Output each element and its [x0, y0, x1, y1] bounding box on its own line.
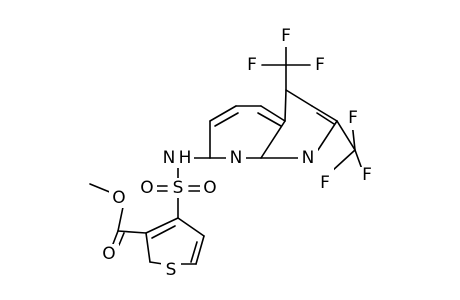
bond [149, 261, 164, 265]
bond [285, 89, 313, 107]
atom-f6: F [320, 173, 330, 193]
bond [311, 105, 338, 122]
atom-n-amine: N [163, 148, 176, 168]
bond [209, 105, 237, 122]
bond [190, 241, 198, 263]
bond [145, 217, 179, 234]
bond [257, 112, 282, 127]
atom-n-ring1: N [230, 148, 243, 168]
bond [331, 149, 356, 172]
bond [317, 120, 338, 151]
bond [89, 183, 113, 194]
atom-f4: F [348, 108, 358, 128]
bond [195, 235, 205, 265]
atom-f3: F [315, 55, 325, 75]
bond [118, 232, 125, 246]
bond [260, 120, 286, 159]
bond [260, 105, 286, 122]
atom-o-ester: O [112, 188, 125, 208]
bond [336, 120, 356, 151]
atom-n-ring2: N [302, 148, 315, 168]
atom-labels: F F F F F F N N N H S O O O O S [99, 26, 376, 281]
bond [117, 206, 124, 232]
bond [117, 230, 147, 234]
atom-h-amine: H [179, 148, 192, 168]
atom-o-sulfonyl-left: O [140, 178, 153, 198]
bond [151, 225, 176, 239]
bond-lines [89, 39, 364, 265]
bond [284, 89, 287, 122]
bond [177, 217, 205, 237]
atom-s-sulfonyl: S [173, 178, 184, 198]
atom-f5: F [362, 165, 372, 185]
atom-f2: F [247, 55, 257, 75]
bond [316, 112, 335, 125]
atom-f1: F [281, 26, 291, 46]
atom-o-sulfonyl-right: O [203, 178, 216, 198]
atom-o-carbonyl: O [102, 244, 115, 264]
bond [145, 232, 151, 263]
bond [214, 112, 239, 127]
atom-s-thiophene: S [166, 260, 177, 280]
bond [112, 230, 119, 245]
